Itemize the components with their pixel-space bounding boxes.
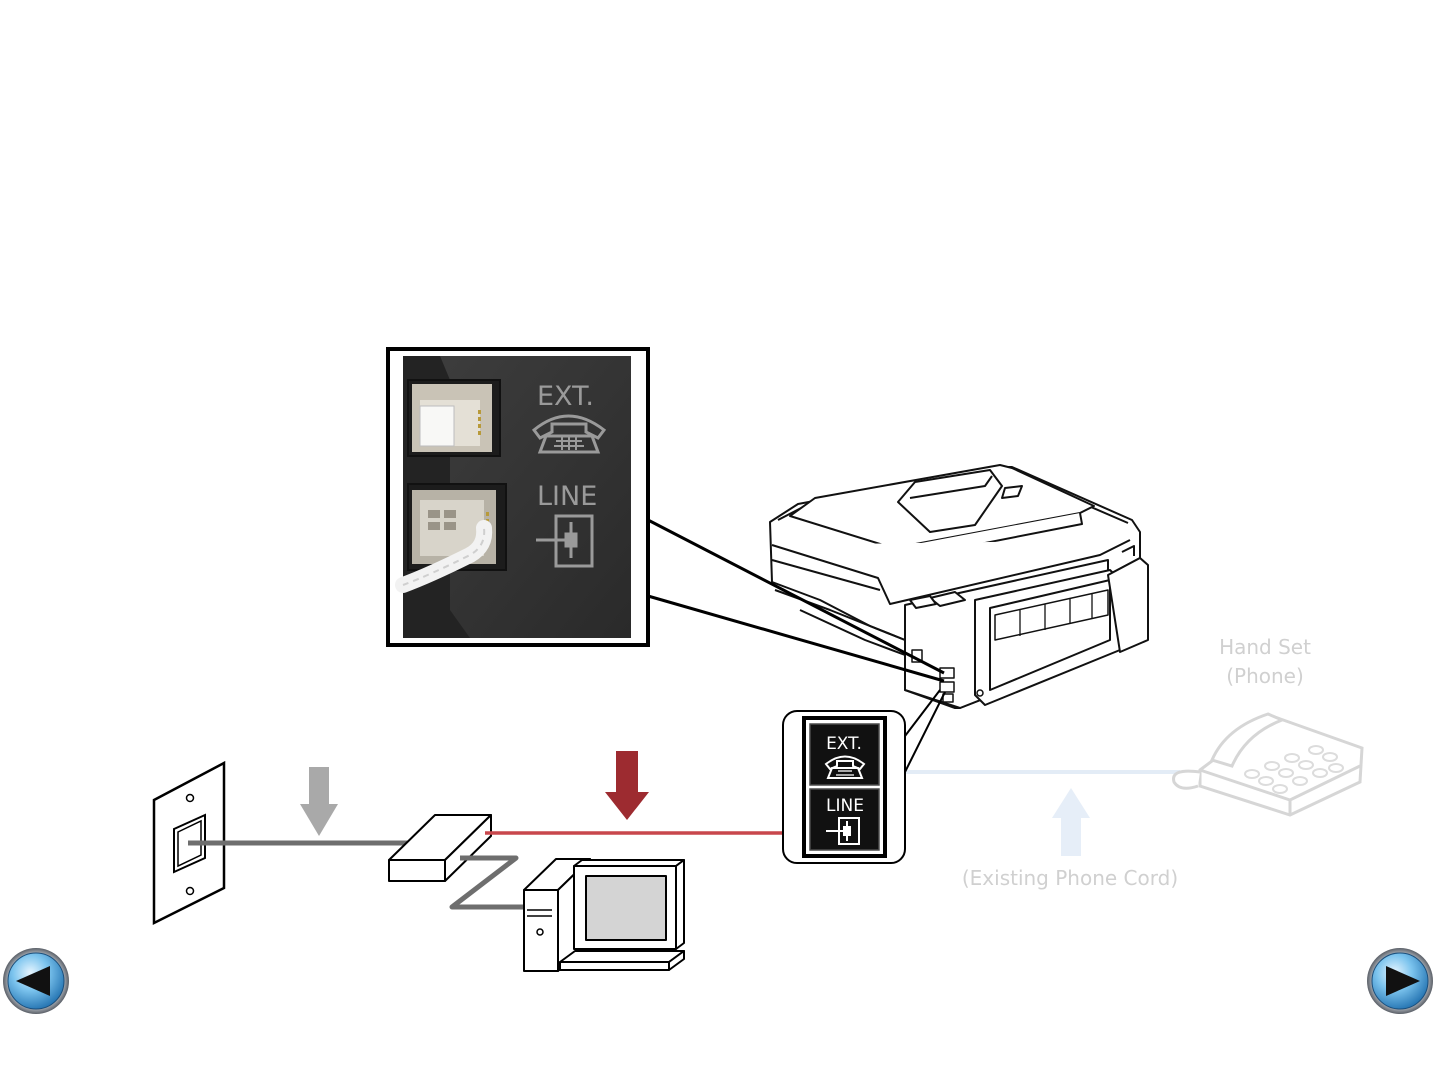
hand-set-label-line2: (Phone) xyxy=(1185,662,1345,691)
down-arrow-icon xyxy=(300,767,338,836)
splitter-box xyxy=(389,815,491,881)
hand-set-label-line1: Hand Set xyxy=(1185,633,1345,662)
badge-line-label: LINE xyxy=(826,796,864,816)
printer xyxy=(770,465,1148,708)
next-button[interactable] xyxy=(1367,948,1433,1014)
existing-phone-cord-label: (Existing Phone Cord) xyxy=(935,864,1205,893)
down-arrow-icon xyxy=(605,751,649,820)
badge-ext-label: EXT. xyxy=(826,734,862,754)
port-closeup-photo: EXT. LINE xyxy=(388,349,648,645)
computer-cord xyxy=(452,858,526,907)
ext-port-label: EXT. xyxy=(537,381,594,412)
handset-phone-icon xyxy=(1174,714,1362,815)
hand-set-label: Hand Set (Phone) xyxy=(1185,633,1345,691)
badge-callout-lines xyxy=(905,690,945,772)
computer xyxy=(524,859,684,971)
previous-button[interactable] xyxy=(3,948,69,1014)
up-arrow-icon xyxy=(1052,788,1090,856)
line-port-label: LINE xyxy=(537,481,597,512)
existing-phone-cord xyxy=(905,772,1180,856)
port-badge: EXT. LINE xyxy=(783,711,905,863)
